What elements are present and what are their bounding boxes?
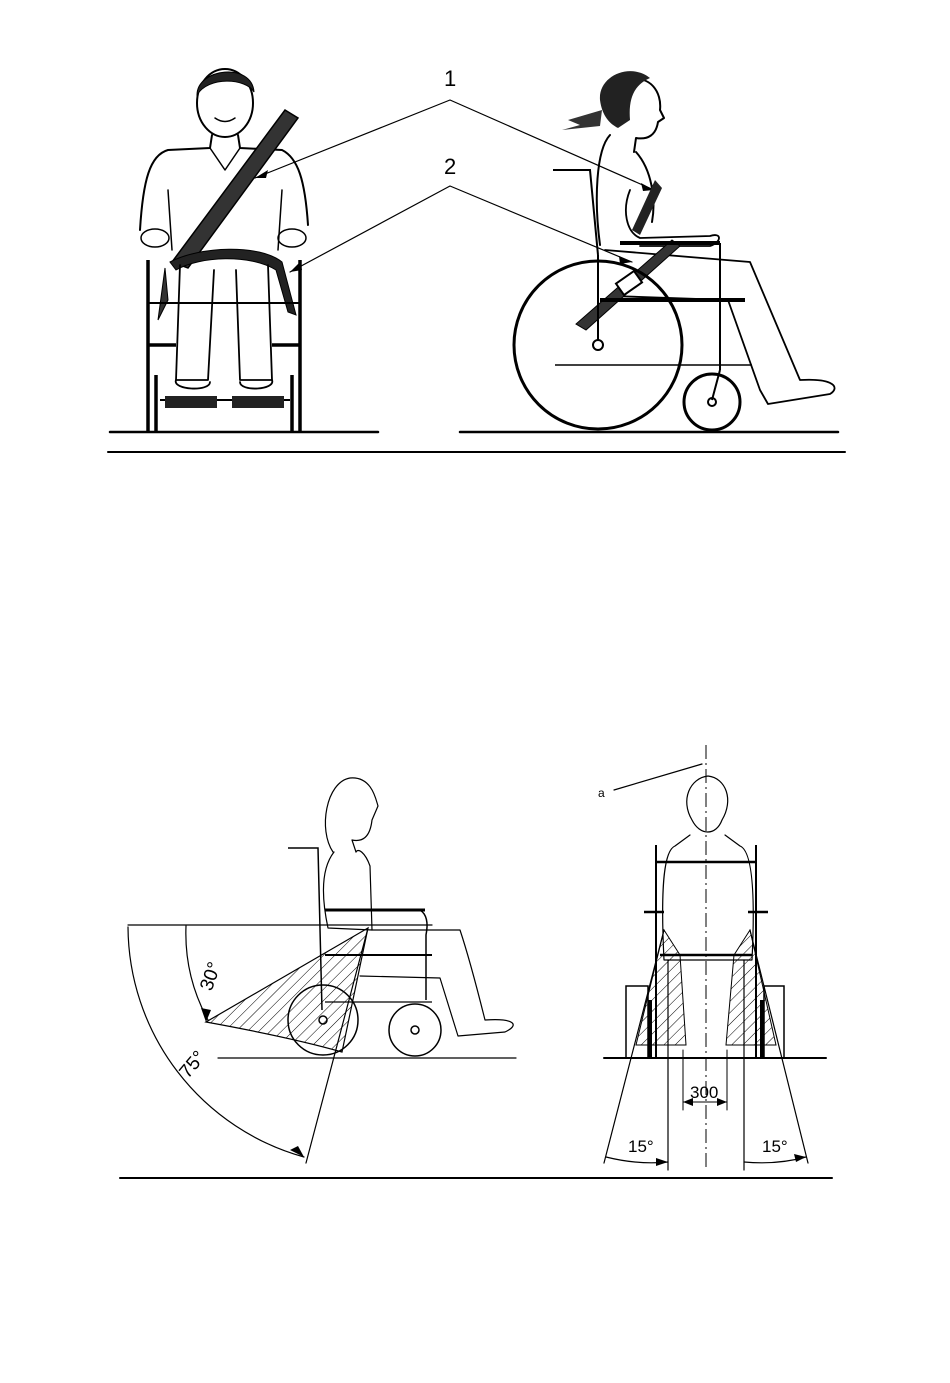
side-silhouette-head — [325, 778, 378, 852]
side-view-angle-zone: 30° 75° — [128, 778, 516, 1163]
side2-caster-wheel — [389, 1004, 441, 1056]
label-75-degrees: 75° — [176, 1047, 211, 1083]
label-15-degrees-right: 15° — [762, 1137, 788, 1156]
front-belt-tail — [158, 268, 168, 320]
rear-wheelchair-frame — [626, 845, 784, 1058]
front-view-occupant — [110, 69, 378, 432]
axis-leader-line — [614, 764, 702, 790]
rear-silhouette-torso — [663, 835, 754, 960]
callout-label-1: 1 — [444, 66, 456, 91]
side-hair — [600, 71, 650, 128]
arc-75 — [128, 927, 304, 1157]
label-15-degrees-left: 15° — [628, 1137, 654, 1156]
front-right-hand — [278, 229, 306, 247]
callout-2-leaders — [290, 186, 632, 272]
front-right-footrest — [232, 396, 284, 408]
arc-15-left-arrow — [656, 1158, 668, 1166]
front-mouth — [215, 118, 235, 122]
rear-hatched-zone-left — [636, 930, 686, 1045]
axis-label-a: a — [598, 786, 605, 800]
label-30-degrees: 30° — [196, 959, 226, 993]
side-silhouette-legs — [360, 930, 513, 1036]
front-hair — [197, 72, 254, 95]
side2-caster-hub — [411, 1026, 419, 1034]
rear-hatched-zone-right — [726, 930, 776, 1045]
side-hatched-zone — [206, 928, 368, 1052]
dimension-label-300: 300 — [690, 1083, 718, 1102]
front-left-hand — [141, 229, 169, 247]
side-silhouette-torso — [323, 851, 372, 930]
front-torso-left — [140, 135, 212, 230]
side-caster-wheel — [684, 374, 740, 430]
front-lap-belt — [170, 249, 296, 315]
front-collar — [210, 148, 240, 170]
figure-top: 1 2 — [108, 66, 845, 452]
figure-bottom: 30° 75° a — [120, 745, 832, 1178]
side-ponytail — [562, 110, 602, 130]
rear-angle-line-right — [750, 930, 808, 1163]
side-rear-hub — [593, 340, 603, 350]
front-feet — [176, 380, 273, 389]
side-view-occupant — [460, 71, 838, 432]
rear-silhouette-head — [687, 776, 728, 832]
rear-view-angle-zone: a — [598, 745, 826, 1170]
front-legs — [176, 265, 272, 380]
callout-label-2: 2 — [444, 154, 456, 179]
front-left-footrest — [165, 396, 217, 408]
callout-2: 2 — [290, 154, 632, 272]
